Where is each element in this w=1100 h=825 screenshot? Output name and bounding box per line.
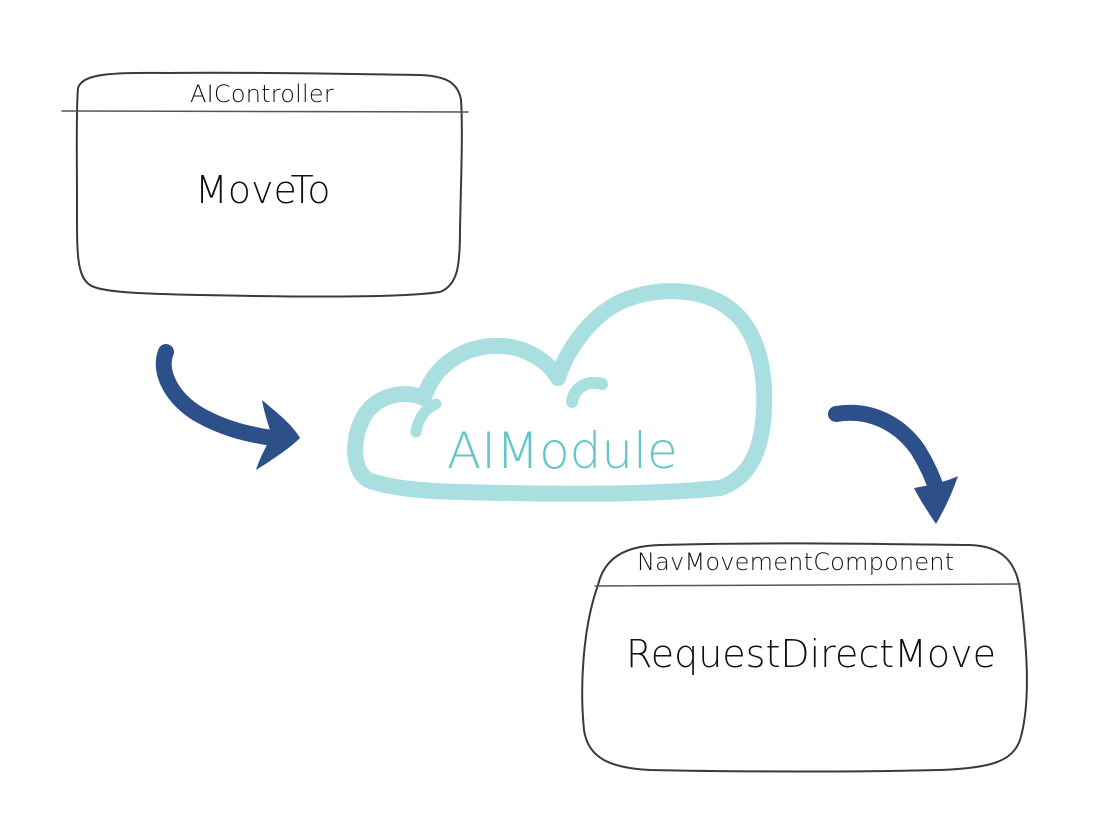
cloud-shape (347, 283, 773, 502)
arrow-module-to-nav (828, 404, 958, 524)
ai-controller-box-outline (75, 71, 463, 298)
nav-movement-header: NavMovementComponent (637, 548, 955, 576)
cloud-inner-bump (410, 398, 442, 438)
ai-controller-method-label: MoveTo (195, 168, 331, 212)
nav-movement-box-outline (581, 542, 1028, 773)
ai-controller-header: AIController (190, 80, 334, 108)
nav-movement-divider (594, 583, 1021, 587)
ai-module-label: AIModule (447, 422, 678, 480)
nav-movement-method-label: RequestDirectMove (626, 632, 997, 676)
arrow-controller-to-module (155, 344, 300, 470)
arrow-1-shaft (155, 344, 280, 446)
ai-controller-box (61, 71, 469, 298)
ai-controller-divider (61, 110, 469, 113)
arrow-2-head (914, 476, 958, 524)
arrow-2-shaft (828, 404, 946, 502)
nav-movement-box (581, 542, 1028, 773)
arrow-1-head (256, 400, 300, 470)
cloud-inner-curl (566, 377, 608, 408)
